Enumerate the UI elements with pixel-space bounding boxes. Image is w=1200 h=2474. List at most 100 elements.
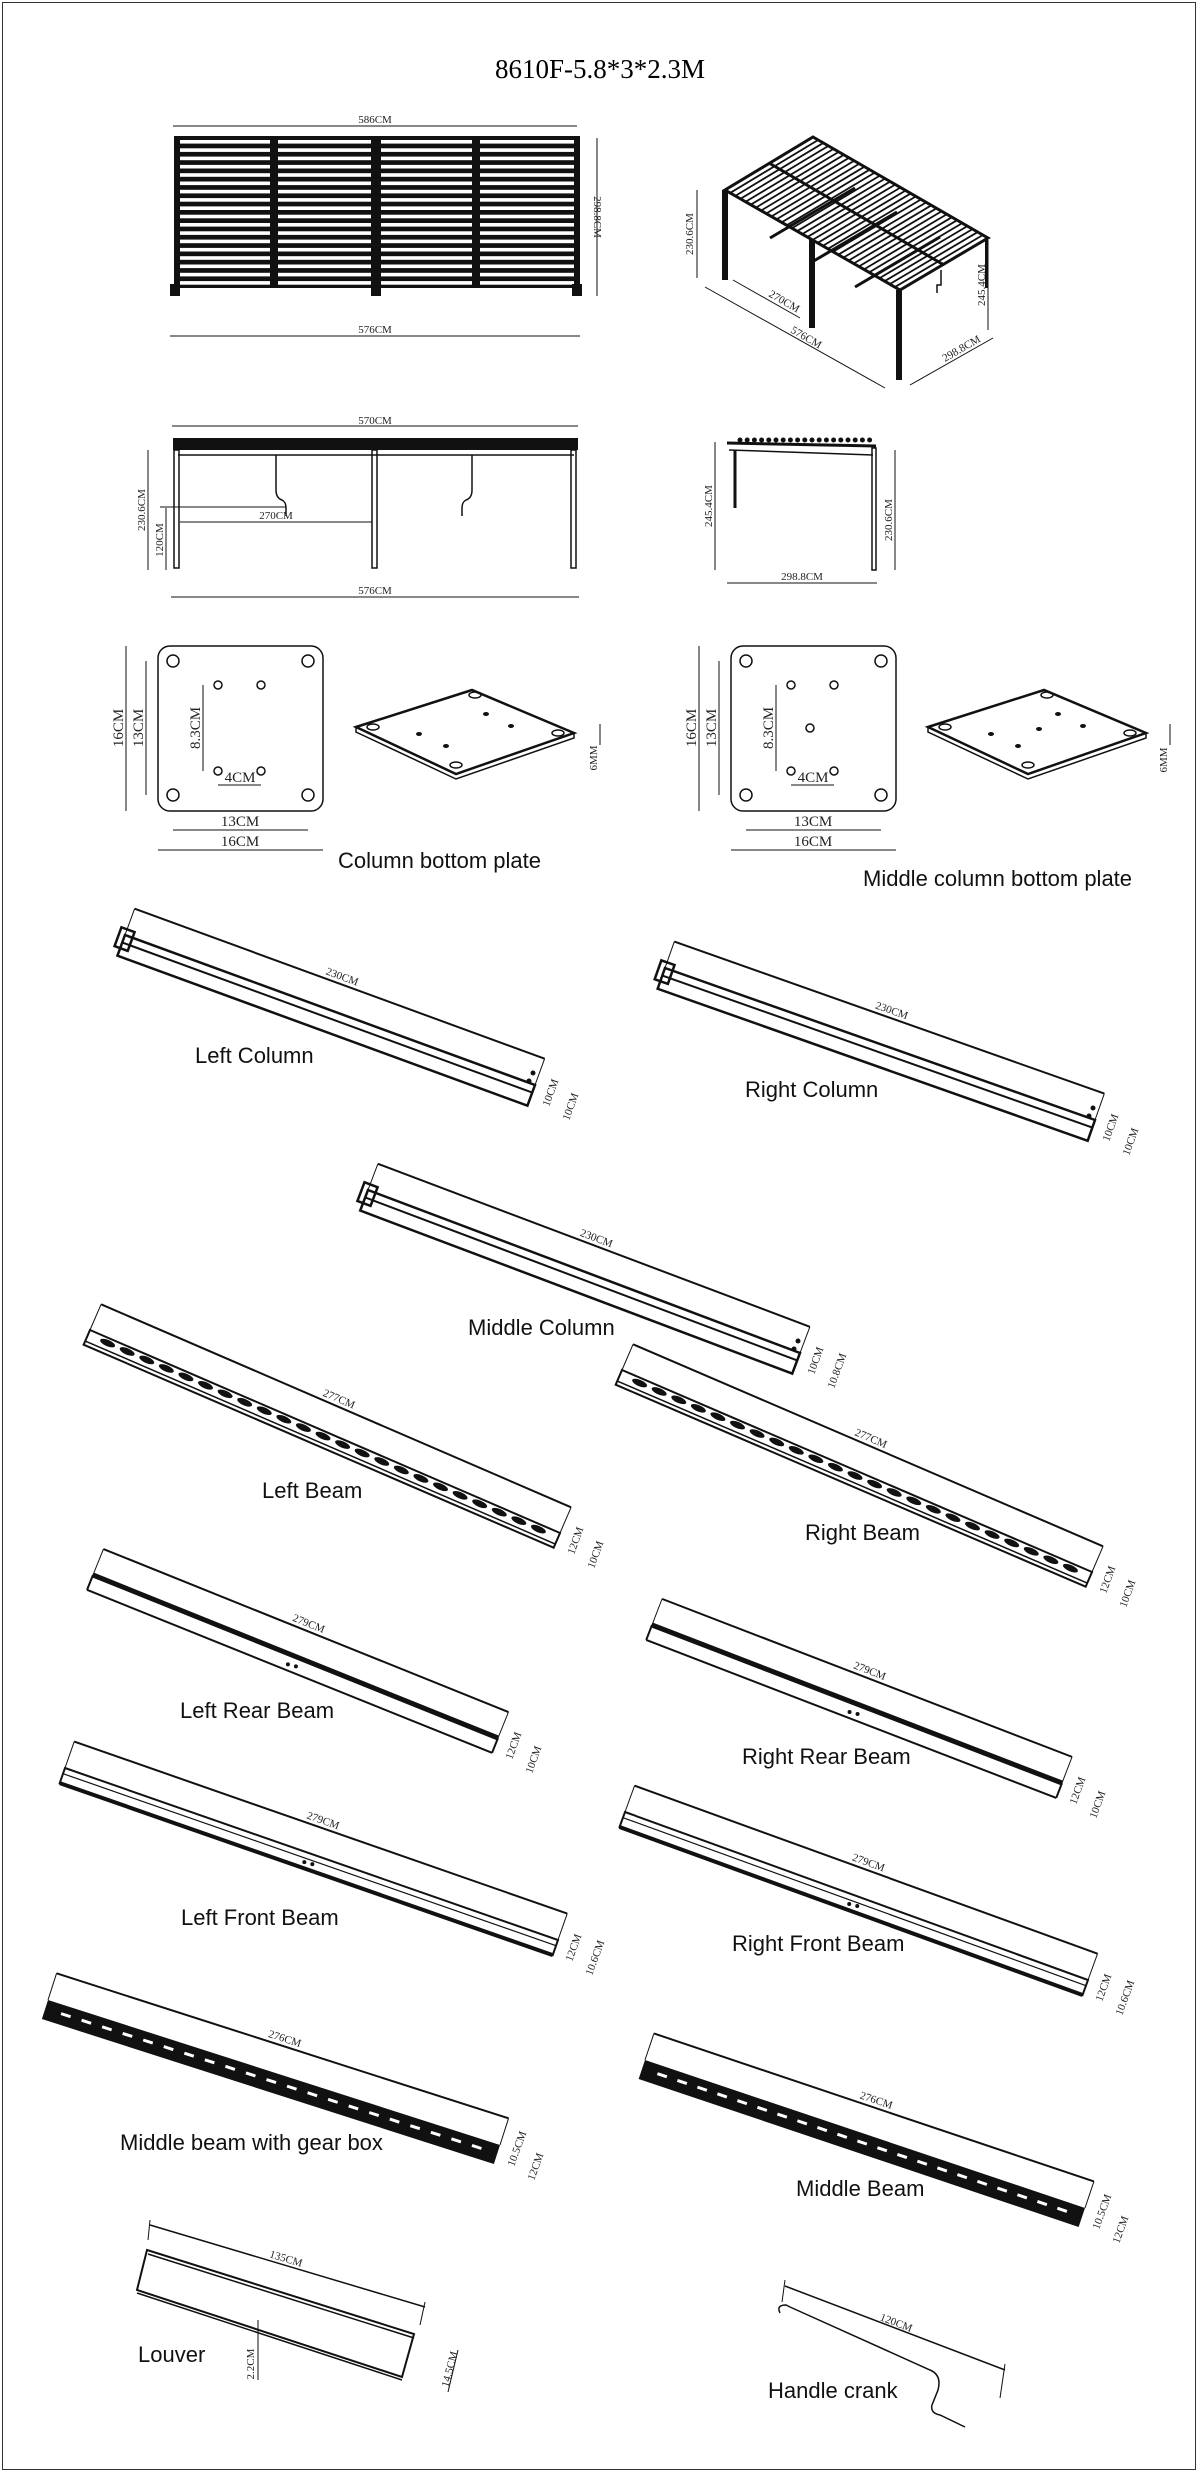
beam-tooth [690, 1403, 706, 1413]
part-dim-2: 10CM [586, 1539, 607, 1570]
beam-slot [307, 2091, 318, 2098]
louver-slat [180, 189, 270, 194]
louver-slat [381, 198, 472, 202]
part-dim-1: 10CM [806, 1345, 827, 1376]
louver-slat [381, 164, 472, 169]
beam-tooth [433, 1482, 448, 1492]
side-louver-tick [766, 437, 772, 443]
louver-slat [180, 239, 270, 244]
beam-slot [1036, 2200, 1048, 2207]
plate2-outer-w: 16CM [794, 834, 832, 850]
plate2-thickness: 6MM [1158, 747, 1170, 772]
beam-slot [856, 2139, 868, 2146]
louver-slat [180, 264, 270, 269]
plate1-hole-h: 4CM [225, 770, 256, 786]
louver-slat [480, 198, 574, 202]
plate2-label: Middle column bottom plate [863, 866, 1132, 891]
louver-slat [278, 272, 371, 277]
beam-slot [796, 2119, 808, 2126]
part-label: Left Front Beam [181, 1905, 339, 1930]
louver-slat [480, 156, 574, 161]
part-label: Left Rear Beam [180, 1698, 334, 1723]
handle-crank-part: 120CM Handle crank [768, 2279, 1006, 2428]
louver-slat [180, 164, 270, 169]
louver-slat [180, 173, 270, 177]
beam-groove [62, 1773, 557, 1947]
louver-slat [278, 140, 371, 144]
bolt-hole [293, 1664, 298, 1669]
louver-slat [381, 223, 472, 227]
beam-tooth [491, 1507, 507, 1517]
louver-slat [180, 198, 270, 202]
column-groove [662, 974, 1093, 1129]
louver-slat [381, 148, 472, 152]
extension-line [799, 1326, 811, 1354]
beam-tooth [139, 1355, 155, 1365]
bolt-hole [791, 1346, 797, 1352]
louver-thickness: 2.2CM [245, 2348, 257, 2379]
beam-tooth [710, 1412, 726, 1421]
beam-end [491, 1737, 499, 1754]
extension-line [651, 1598, 663, 1626]
side-louver-tick [787, 437, 793, 443]
plate2-outer-h: 16CM [684, 709, 700, 747]
beam-slot [101, 2025, 113, 2032]
beam-slot [122, 2031, 133, 2038]
side-louver-tick [816, 437, 822, 443]
part-dim-1: 12CM [1068, 1775, 1089, 1806]
louver-slat [180, 214, 270, 219]
beam-tooth [769, 1437, 785, 1447]
beam-tooth [1023, 1547, 1039, 1556]
bolt-hole [847, 1709, 852, 1714]
part-dim-2: 10CM [561, 1091, 582, 1122]
beam-bottom [59, 1781, 554, 1957]
beam-tooth [827, 1462, 843, 1472]
part-dim-1: 10CM [1101, 1112, 1122, 1143]
part-label: Left Beam [262, 1478, 362, 1503]
part-label: Right Front Beam [732, 1931, 904, 1956]
dimension-line [56, 1972, 509, 2120]
column-body [115, 933, 537, 1108]
beam-tooth [1043, 1555, 1059, 1565]
louver-slat [381, 256, 472, 260]
louver-slat [180, 247, 270, 252]
plate2-hole-v: 8.3CM [761, 707, 777, 749]
beam-top [92, 1572, 499, 1741]
front-view: 570CM 270CM 120CM 230.6CM 576CM [136, 415, 579, 598]
louver-slat [381, 181, 472, 186]
dimension-line [377, 1162, 811, 1328]
extension-line [664, 941, 675, 969]
part-dim-2: 10.6CM [584, 1939, 608, 1977]
front-view-width-top: 570CM [358, 415, 392, 427]
beam-slot [716, 2092, 728, 2099]
part-dim-2: 10.6CM [1114, 1979, 1138, 2017]
louver-slat [278, 198, 371, 202]
beam-tooth [749, 1429, 765, 1438]
extension-line [64, 1741, 75, 1769]
beam-tooth [886, 1488, 902, 1497]
beam-slot [142, 2038, 154, 2045]
dimension-line [100, 1303, 572, 1509]
beam-tooth [530, 1524, 546, 1534]
dimension-line [653, 2032, 1095, 2183]
louver-slat [278, 206, 371, 210]
louver-slat [180, 272, 270, 277]
column-groove [121, 941, 533, 1094]
louver-slat [278, 148, 371, 152]
beam-tooth [413, 1474, 429, 1483]
beam-edge [84, 1340, 556, 1545]
extension-line [124, 908, 136, 936]
louver-slat [278, 156, 371, 161]
column-groove [364, 1196, 798, 1362]
louver-slat [180, 223, 270, 227]
column-cap [653, 958, 677, 986]
beam-slot [327, 2097, 339, 2104]
side-louver-tick [845, 437, 851, 443]
extension-line [1084, 2181, 1095, 2209]
